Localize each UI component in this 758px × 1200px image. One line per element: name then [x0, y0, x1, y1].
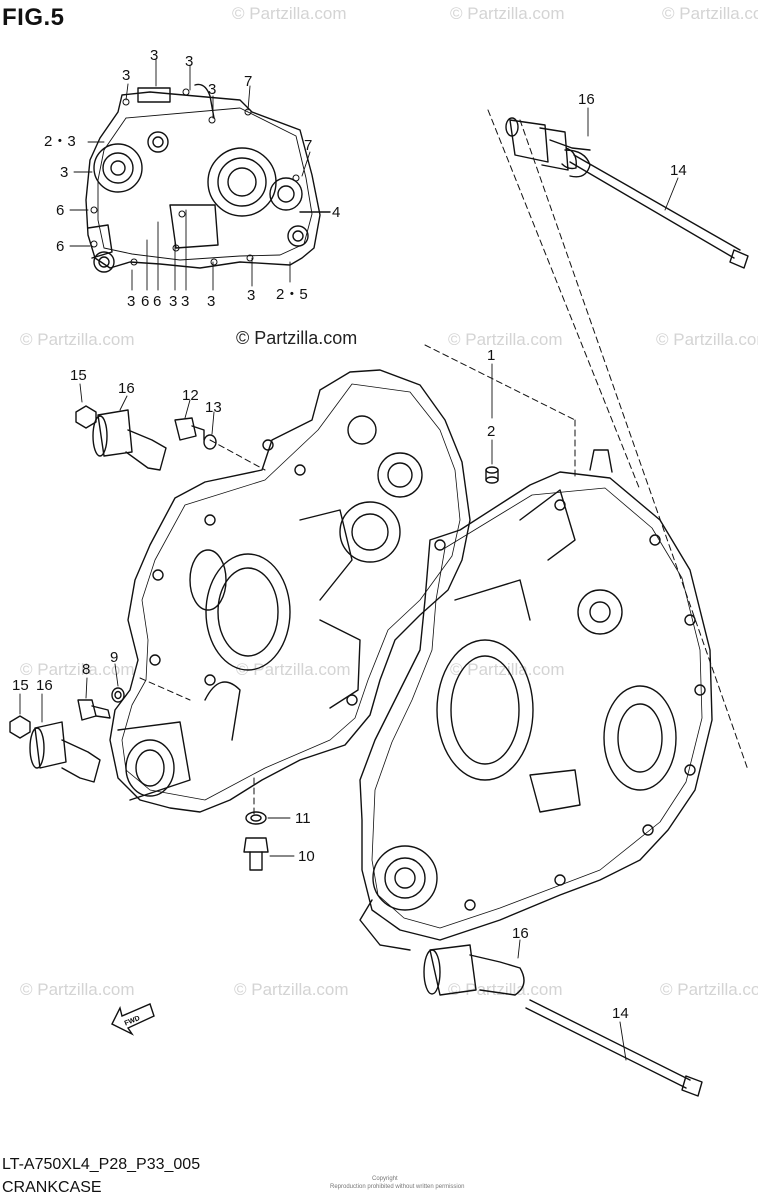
callout-label: 14 [612, 1005, 629, 1022]
callout-label: 7 [244, 73, 252, 90]
plug-15-upper [75, 405, 97, 429]
callout-label: 9 [110, 649, 118, 666]
footer-note: Copyright [372, 1176, 398, 1182]
dowel-16-upper [505, 117, 591, 178]
bolt-14-lower [525, 999, 703, 1097]
washer-9 [111, 687, 125, 703]
crankcase-right-half [359, 449, 713, 951]
callout-label: 13 [205, 399, 222, 416]
bolt-14-upper [561, 147, 749, 269]
callout-label: 4 [332, 204, 340, 221]
watermark: © Partzilla.com [234, 980, 349, 999]
callout-label: 6 [153, 293, 161, 310]
callout-label: 16 [118, 380, 135, 397]
oil-jet-12 [174, 417, 205, 441]
watermark: © Partzilla.com [450, 4, 565, 23]
callout-label: 3 [207, 293, 215, 310]
callout-label: 12 [182, 387, 199, 404]
callout-label: 2・3 [44, 133, 76, 150]
dowel-16-lower [423, 944, 525, 996]
plug-15-lower [9, 715, 31, 739]
watermark: © Partzilla.com [232, 4, 347, 23]
callout-label: 3 [208, 81, 216, 98]
dowel-16-left-lower [29, 721, 101, 783]
callout-label: 1 [487, 347, 495, 364]
watermark-main: © Partzilla.com [236, 328, 358, 348]
watermark: © Partzilla.com [448, 330, 563, 349]
callout-label: 6 [56, 238, 64, 255]
watermark: © Partzilla.com [448, 980, 563, 999]
dowel-16-left-upper [92, 409, 167, 471]
callout-label: 3 [181, 293, 189, 310]
callout-label: 11 [295, 810, 311, 827]
callout-label: 16 [512, 925, 529, 942]
callout-label: 3 [247, 287, 255, 304]
callout-label: 2 [487, 423, 495, 440]
callout-label: 3 [60, 164, 68, 181]
fwd-arrow-icon: FWD [111, 1003, 155, 1036]
callout-label: 3 [185, 53, 193, 70]
figure-title: FIG.5 [2, 4, 65, 31]
watermark: © Partzilla.com [20, 660, 135, 679]
o-ring-13 [203, 434, 217, 450]
figure-name: CRANKCASE [2, 1179, 102, 1196]
watermark: © Partzilla.com [20, 980, 135, 999]
callout-label: 6 [141, 293, 149, 310]
watermark: © Partzilla.com [660, 980, 758, 999]
inset-crankcase-view [85, 83, 331, 273]
bolt-10 [243, 837, 269, 871]
callout-label: 3 [169, 293, 177, 310]
callout-label: 14 [670, 162, 687, 179]
callout-label: 15 [70, 367, 87, 384]
bolt-8 [77, 699, 111, 721]
callout-label: 10 [298, 848, 315, 865]
callout-label: 3 [122, 67, 130, 84]
callout-label: 3 [127, 293, 135, 310]
callout-label: 8 [82, 661, 90, 678]
callout-label: 3 [150, 47, 158, 64]
callout-label: 7 [304, 137, 312, 154]
dowel-2 [485, 466, 499, 484]
callout-label: 16 [578, 91, 595, 108]
callout-label: 16 [36, 677, 53, 694]
washer-11 [245, 811, 267, 825]
model-code: LT-A750XL4_P28_P33_005 [2, 1156, 201, 1173]
watermark: © Partzilla.com [656, 330, 758, 349]
crankcase-left-half [109, 369, 471, 813]
watermark: © Partzilla.com [20, 330, 135, 349]
callout-label: 2・5 [276, 286, 308, 303]
callout-label: 15 [12, 677, 29, 694]
watermark: © Partzilla.com [662, 4, 758, 23]
footer-note: Reproduction prohibited without written … [330, 1184, 465, 1190]
callout-label: 6 [56, 202, 64, 219]
